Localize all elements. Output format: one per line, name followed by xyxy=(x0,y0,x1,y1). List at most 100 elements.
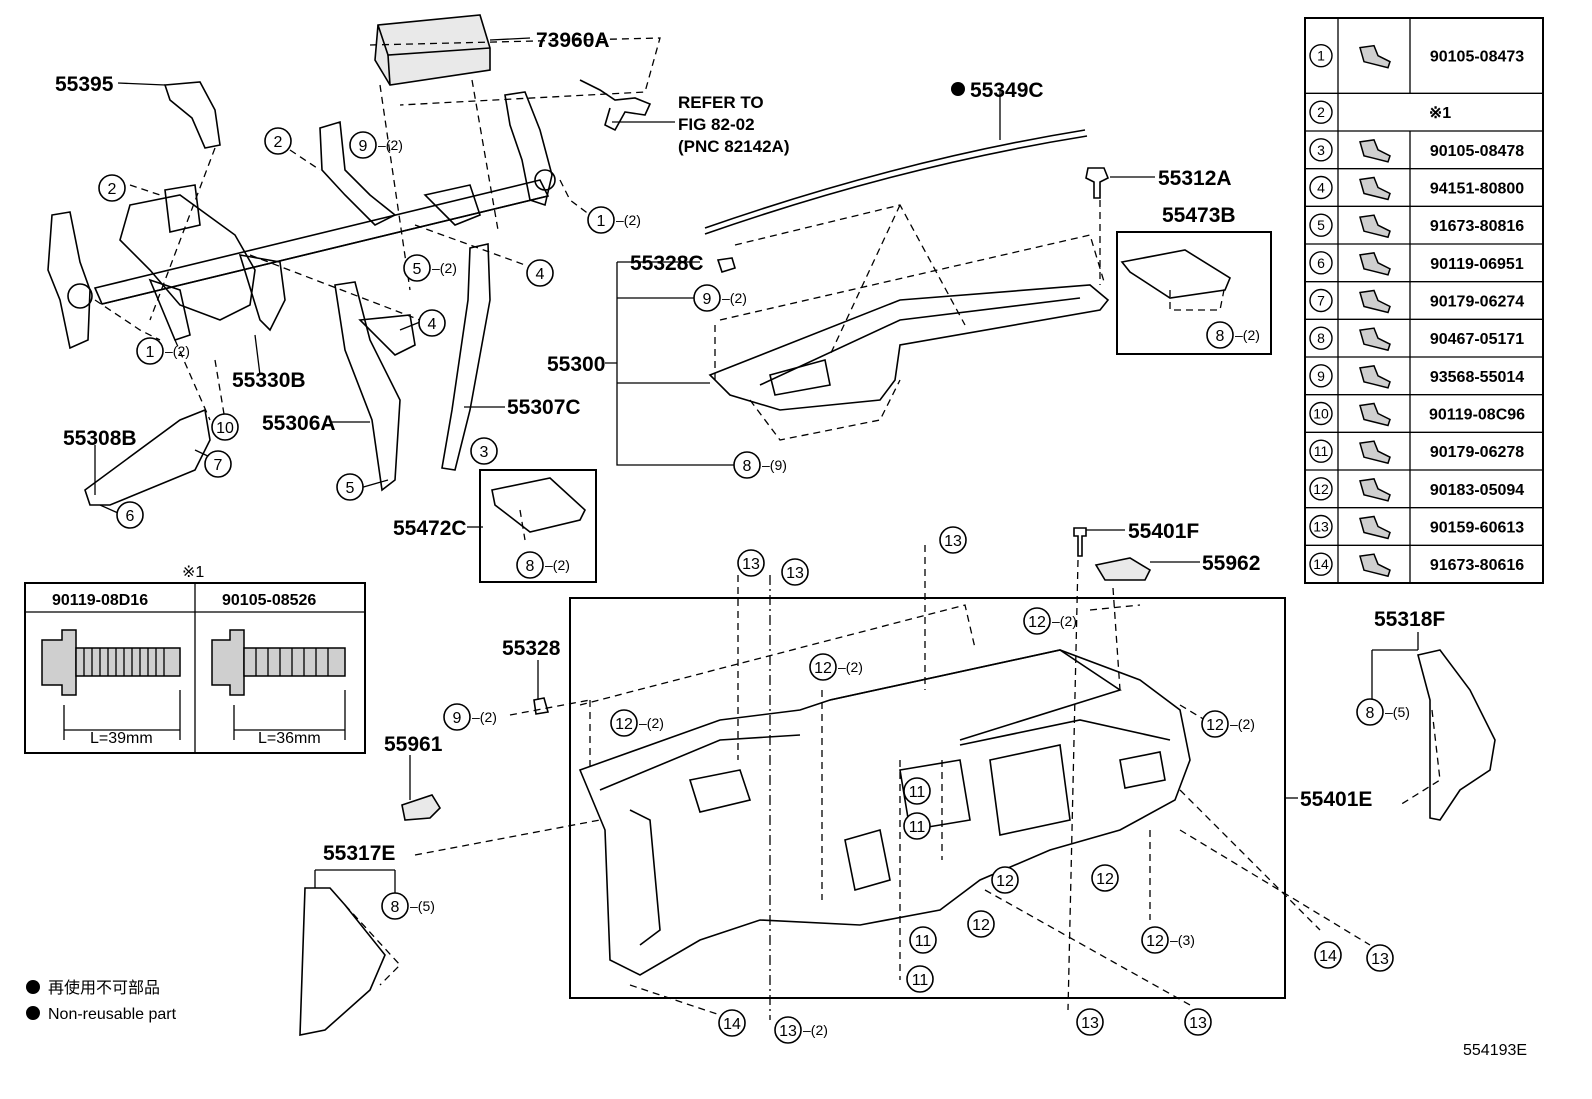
callout-number: 4 xyxy=(536,266,545,283)
callout-number: 7 xyxy=(214,457,223,474)
callout-circle: 7 xyxy=(204,450,232,478)
callout-quantity: –(2) xyxy=(639,715,664,731)
callout-quantity: –(2) xyxy=(378,137,403,153)
callout-circle: 1–(2) xyxy=(136,337,190,365)
callout-number: 13 xyxy=(944,533,962,550)
figure-id: 554193E xyxy=(1463,1042,1527,1059)
fastener-icon xyxy=(1359,402,1391,427)
refer-line-1: REFER TO xyxy=(678,93,764,112)
callout-number: 12 xyxy=(996,873,1014,890)
panel-55401E xyxy=(569,597,1286,999)
label-55961: 55961 xyxy=(384,733,443,756)
instrument-panel-reinforcement xyxy=(47,91,556,350)
fastener-icon xyxy=(1359,176,1391,201)
table-row: 9 93568-55014 xyxy=(1305,356,1543,395)
table-row-number: 2 xyxy=(1317,104,1325,120)
callout-quantity: –(2) xyxy=(1230,716,1255,732)
table-row-number: 4 xyxy=(1317,180,1325,196)
callout-circle: 8–(5) xyxy=(1356,698,1410,726)
small-parts xyxy=(401,527,1152,821)
label-55328: 55328 xyxy=(502,637,561,660)
table-row-part: 90159-60613 xyxy=(1430,520,1524,537)
fastener-icon xyxy=(1359,214,1391,239)
fastener-icon xyxy=(1359,478,1391,502)
bolt-length-note: ※1 90119-08D16 90105-08526 L=39mm L=36mm xyxy=(24,564,366,754)
label-55328C: 55328C xyxy=(630,252,704,275)
table-row-part: 90179-06278 xyxy=(1430,444,1524,461)
brace-55306A xyxy=(334,281,416,492)
clip-55312A xyxy=(1085,167,1110,199)
cover-55473B xyxy=(1116,231,1272,355)
label-55330B: 55330B xyxy=(232,369,306,392)
callout-number: 13 xyxy=(742,556,760,573)
callout-circle: 12 xyxy=(967,910,995,938)
callout-number: 8 xyxy=(1216,328,1225,345)
brace-55307C xyxy=(441,243,491,471)
callout-circle: 12–(3) xyxy=(1141,926,1195,954)
callout-circle: 10 xyxy=(211,413,239,441)
callout-quantity: –(5) xyxy=(410,898,435,914)
table-row-part: 90467-05171 xyxy=(1430,331,1524,348)
table-row-part: 90119-08C96 xyxy=(1429,407,1525,424)
callout-number: 12 xyxy=(814,660,832,677)
label-55306A: 55306A xyxy=(262,412,336,435)
note1-right-length: L=36mm xyxy=(258,730,321,747)
callout-number: 14 xyxy=(1319,948,1337,965)
table-row-part: 90183-05094 xyxy=(1430,482,1524,499)
fastener-icon xyxy=(1359,289,1391,314)
callout-number: 13 xyxy=(1189,1015,1207,1032)
callout-number: 11 xyxy=(912,972,929,989)
callout-quantity: –(9) xyxy=(762,457,787,473)
table-row-part: 90119-06951 xyxy=(1430,256,1524,273)
callout-circle: 12–(2) xyxy=(809,653,863,681)
callout-number: 1 xyxy=(146,344,155,361)
refer-line-2: FIG 82-02 xyxy=(678,115,755,134)
clip-55328C xyxy=(716,257,736,273)
fastener-icon xyxy=(1359,44,1391,69)
note1-left-length: L=39mm xyxy=(90,730,153,747)
callout-number: 8 xyxy=(391,899,400,916)
strip-55349C xyxy=(704,129,1088,235)
label-55317E: 55317E xyxy=(323,842,395,865)
callout-circle: 11 xyxy=(906,965,934,993)
callout-circle: 12–(2) xyxy=(1023,607,1077,635)
callout-circle: 5–(2) xyxy=(403,254,457,282)
table-row: 2※1 xyxy=(1305,92,1543,131)
side-cover-55317E xyxy=(299,887,386,1036)
fastener-icon xyxy=(1359,515,1391,540)
callout-quantity: –(2) xyxy=(1052,613,1077,629)
label-55962: 55962 xyxy=(1202,552,1260,575)
callout-circle: 13 xyxy=(1366,944,1394,972)
table-row-number: 9 xyxy=(1317,368,1325,384)
label-55473B: 55473B xyxy=(1162,204,1236,227)
callout-number: 3 xyxy=(480,444,489,461)
table-row-part: 90179-06274 xyxy=(1430,294,1524,311)
legend-en: Non-reusable part xyxy=(48,1006,177,1023)
table-row-number: 7 xyxy=(1317,293,1325,309)
table-row-number: 14 xyxy=(1313,556,1329,572)
table-row-part: 93568-55014 xyxy=(1430,369,1524,386)
callout-circle: 9–(2) xyxy=(349,131,403,159)
callout-number: 9 xyxy=(453,710,462,727)
callout-circle: 6 xyxy=(116,501,144,529)
table-row-part: 91673-80816 xyxy=(1430,218,1524,235)
callout-circle: 12–(2) xyxy=(610,709,664,737)
airbag-73960A xyxy=(374,14,491,86)
callout-circle: 13–(2) xyxy=(774,1016,828,1044)
callout-circle: 13 xyxy=(939,526,967,554)
legend: 再使用不可部品 Non-reusable part xyxy=(26,979,177,1023)
callout-circle: 11 xyxy=(909,926,937,954)
callout-quantity: –(2) xyxy=(1235,327,1260,343)
callout-number: 2 xyxy=(274,134,283,151)
callout-circle: 14 xyxy=(718,1009,746,1037)
fastener-icon xyxy=(1359,139,1391,163)
callout-quantity: –(5) xyxy=(1385,704,1410,720)
table-row-number: 3 xyxy=(1317,142,1325,158)
callout-number: 1 xyxy=(597,213,606,230)
